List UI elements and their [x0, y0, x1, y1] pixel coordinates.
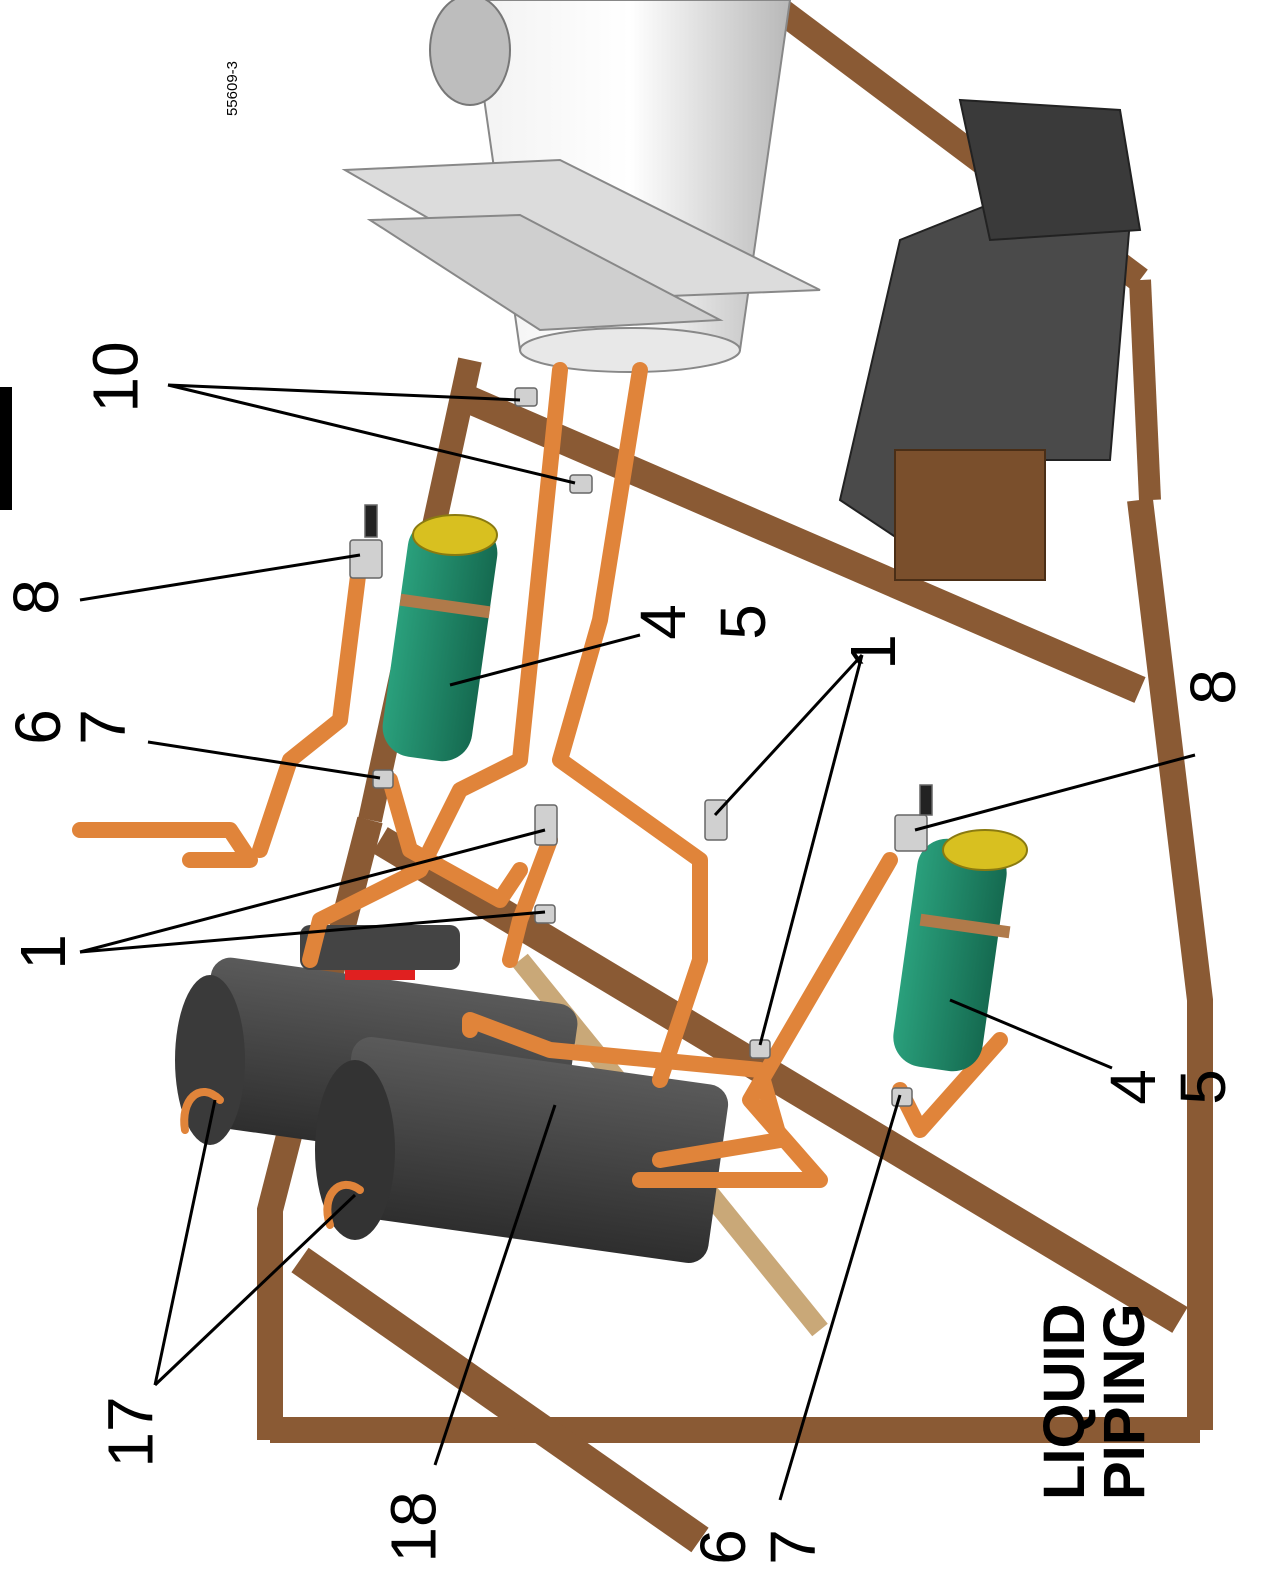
- pipe-d: [252, 552, 368, 858]
- callout-1-right: 1: [836, 634, 909, 670]
- callout-4-top: 4: [626, 604, 699, 640]
- leader-8-top: [79, 553, 361, 602]
- valve-10-a: [514, 387, 538, 407]
- diagram-title: LIQUID PIPING: [1032, 1260, 1157, 1500]
- condenser-flange-2: [366, 213, 724, 332]
- leader-4-bottom: [949, 998, 1113, 1070]
- callout-1-left: 1: [6, 934, 79, 970]
- callout-6-bottom: 6: [686, 1529, 759, 1565]
- callout-5-bottom: 5: [1166, 1069, 1239, 1105]
- pipe-f: [632, 852, 898, 1188]
- side-marker-bar: [0, 387, 12, 510]
- callout-18: 18: [377, 1491, 450, 1563]
- pipe-c: [502, 832, 558, 968]
- leader-7-bottom: [778, 1094, 902, 1501]
- pipe-h: [382, 772, 528, 908]
- leader-7-top: [147, 740, 381, 780]
- valve-1-a: [534, 804, 558, 846]
- callout-6-top: 6: [1, 709, 74, 745]
- leader-1-left-a: [79, 828, 546, 954]
- callout-7-bottom: 7: [756, 1529, 829, 1565]
- leader-10-b: [167, 383, 576, 485]
- pipe-b: [552, 362, 708, 1088]
- leader-1-left-b: [79, 910, 546, 954]
- callout-4-bottom: 4: [1096, 1069, 1169, 1105]
- pipe-hook-2: [323, 1181, 364, 1229]
- title-line-2: PIPING: [1092, 1303, 1157, 1500]
- pipe-d2: [72, 822, 258, 868]
- screw-compressor: [838, 98, 1142, 581]
- valve-7-top: [372, 769, 394, 789]
- callout-17: 17: [94, 1396, 167, 1468]
- callout-8-right: 8: [1176, 669, 1249, 705]
- liquid-pipes: [72, 362, 1008, 1229]
- leader-17-a: [153, 1099, 217, 1386]
- callout-8-top: 8: [0, 579, 72, 615]
- callout-7-top: 7: [66, 709, 139, 745]
- leader-10-a: [167, 383, 521, 402]
- leader-8-right: [914, 753, 1196, 832]
- frame-rail-right: [1127, 498, 1213, 1430]
- figure-id: 55609-3: [224, 60, 242, 117]
- pipe-e: [462, 1012, 788, 1168]
- callout-5-top: 5: [706, 604, 779, 640]
- valve-10-b: [569, 474, 593, 494]
- leader-1-right-a: [713, 653, 864, 817]
- filter-drier-top: [382, 514, 498, 762]
- title-line-1: LIQUID: [1032, 1303, 1097, 1500]
- pipe-hook-1: [180, 1088, 224, 1134]
- frame-rail-top-right-2: [1129, 279, 1161, 501]
- valve-7-bottom: [891, 1087, 913, 1107]
- receiver-lower: [331, 1037, 729, 1263]
- callout-10: 10: [79, 341, 152, 413]
- pipe-a: [302, 362, 568, 968]
- valve-8-top: [349, 539, 383, 579]
- valve-8-right: [894, 814, 928, 852]
- leader-17-b: [153, 1193, 357, 1387]
- leader-lines: [79, 383, 1196, 1501]
- leader-4-top: [449, 633, 641, 687]
- leader-18: [433, 1104, 557, 1466]
- compressor-base: [894, 449, 1046, 581]
- frame-crossbar-diagonal-upper: [464, 387, 1146, 703]
- frame-crossbar-diagonal-lower: [291, 1247, 709, 1553]
- condenser-cylinder: [341, 0, 821, 373]
- leader-1-right-b: [758, 654, 864, 1046]
